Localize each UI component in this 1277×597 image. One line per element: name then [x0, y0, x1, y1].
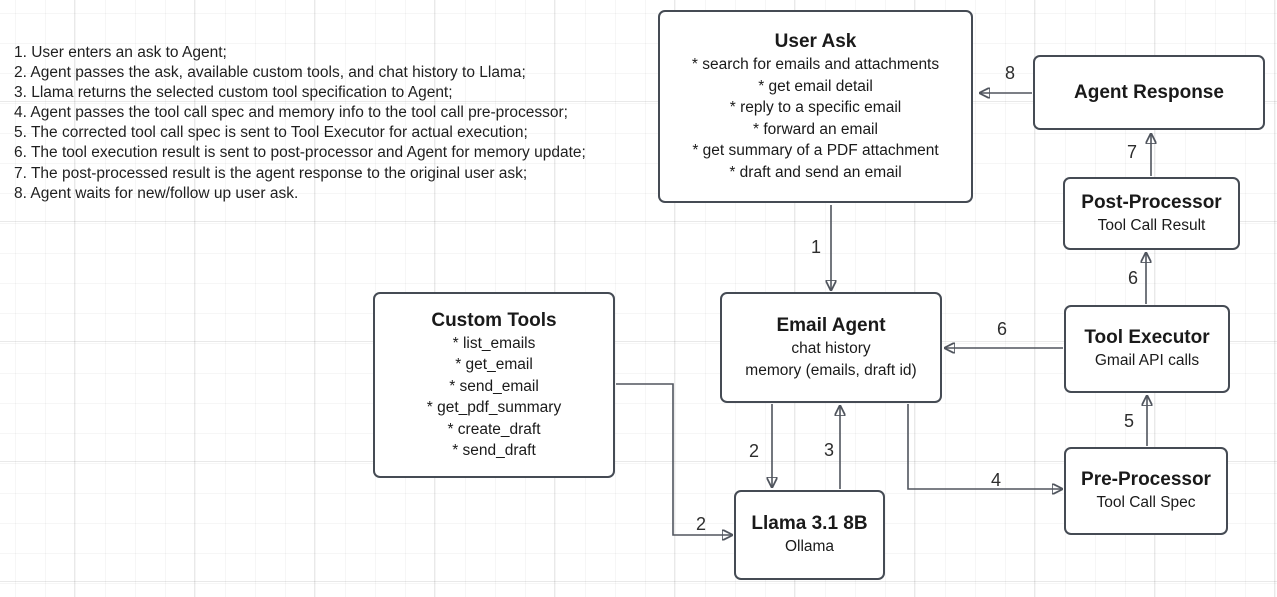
legend-step-4: 4. Agent passes the tool call spec and m… — [14, 104, 568, 122]
node-custom-tools: Custom Tools * list_emails * get_email *… — [373, 292, 615, 478]
node-tool-executor: Tool Executor Gmail API calls — [1064, 305, 1230, 393]
node-custom-tools-item: * get_email — [455, 356, 533, 373]
node-user-ask-title: User Ask — [774, 31, 857, 52]
edge-label-step8: 8 — [1004, 63, 1016, 83]
edge-label-step2-agent: 2 — [748, 441, 760, 461]
node-user-ask-item: * forward an email — [753, 120, 878, 138]
node-llama-title: Llama 3.1 8B — [751, 513, 868, 535]
node-pre-processor-title: Pre-Processor — [1081, 469, 1211, 491]
node-pre-processor-subtitle: Tool Call Spec — [1096, 494, 1196, 512]
node-post-processor-subtitle: Tool Call Result — [1097, 216, 1206, 234]
node-user-ask-item: * get email detail — [758, 77, 873, 95]
node-user-ask-item: * draft and send an email — [729, 163, 902, 181]
legend-step-1: 1. User enters an ask to Agent; — [14, 44, 227, 61]
edge-step4-email-agent-to-pre-processor — [907, 404, 1062, 489]
node-custom-tools-item: * create_draft — [447, 420, 541, 438]
node-email-agent-line: memory (emails, draft id) — [745, 361, 917, 379]
legend-step-8: 8. Agent waits for new/follow up user as… — [14, 184, 299, 202]
node-llama-subtitle: Ollama — [784, 538, 835, 556]
node-email-agent-line: chat history — [791, 340, 871, 357]
legend-step-2: 2. Agent passes the ask, available custo… — [14, 64, 526, 82]
edge-label-step3: 3 — [823, 440, 835, 460]
node-custom-tools-item: * get_pdf_summary — [426, 399, 562, 416]
node-post-processor: Post-Processor Tool Call Result — [1063, 177, 1240, 250]
node-custom-tools-item: * send_email — [449, 377, 539, 395]
edge-label-step7: 7 — [1126, 142, 1138, 162]
node-agent-response: Agent Response — [1033, 55, 1265, 130]
edge-label-step4: 4 — [990, 470, 1002, 490]
node-custom-tools-item: * send_draft — [452, 442, 536, 459]
node-user-ask-item: * reply to a specific email — [729, 99, 902, 116]
node-user-ask-item: * get summary of a PDF attachment — [692, 142, 939, 159]
legend-step-6: 6. The tool execution result is sent to … — [14, 144, 586, 162]
edge-label-step6-up: 6 — [1127, 268, 1139, 288]
edge-step2-custom-tools-to-llama — [616, 383, 732, 535]
node-custom-tools-title: Custom Tools — [431, 309, 557, 331]
node-custom-tools-item: * list_emails — [452, 334, 536, 352]
flow-steps-legend: 1. User enters an ask to Agent; 2. Agent… — [14, 43, 586, 204]
node-user-ask-item: * search for emails and attachments — [691, 56, 940, 73]
node-email-agent: Email Agent chat history memory (emails,… — [720, 292, 942, 403]
legend-step-5: 5. The corrected tool call spec is sent … — [14, 124, 528, 142]
node-email-agent-title: Email Agent — [776, 315, 886, 336]
edge-label-step2-tools: 2 — [695, 514, 707, 534]
edge-label-step6-left: 6 — [996, 319, 1008, 339]
node-post-processor-title: Post-Processor — [1081, 191, 1222, 213]
legend-step-7: 7. The post-processed result is the agen… — [14, 164, 528, 182]
legend-step-3: 3. Llama returns the selected custom too… — [14, 84, 453, 102]
node-tool-executor-subtitle: Gmail API calls — [1094, 352, 1200, 370]
node-user-ask: User Ask * search for emails and attachm… — [658, 10, 973, 203]
edge-label-step1: 1 — [810, 237, 822, 257]
node-llama: Llama 3.1 8B Ollama — [734, 490, 885, 580]
node-agent-response-title: Agent Response — [1074, 81, 1224, 103]
node-tool-executor-title: Tool Executor — [1084, 327, 1210, 349]
node-pre-processor: Pre-Processor Tool Call Spec — [1064, 447, 1228, 535]
edge-label-step5: 5 — [1123, 411, 1135, 431]
